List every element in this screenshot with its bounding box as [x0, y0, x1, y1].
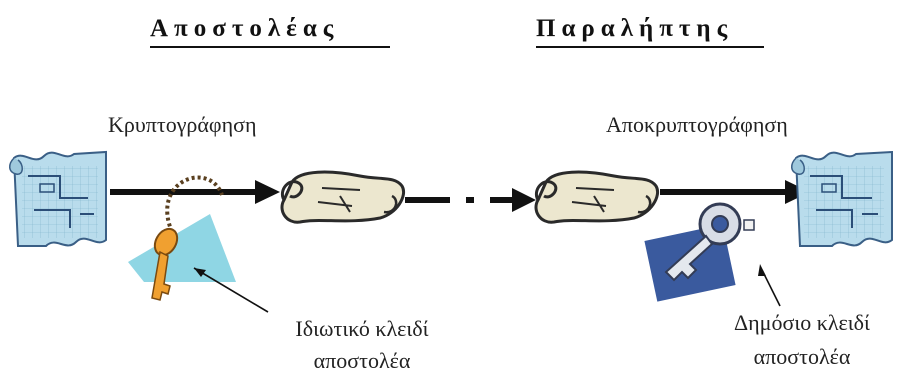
public-key-label-line2: αποστολέα	[753, 344, 851, 369]
public-key-pointer-head	[758, 264, 766, 276]
encryption-label: Κρυπτογράφηση	[108, 112, 257, 137]
public-key-label-line1: Δημόσιο κλειδί	[734, 310, 870, 335]
plaintext-document-icon	[9, 150, 107, 247]
sender-heading: Αποστολέας	[150, 14, 390, 48]
private-key-label-line1: Ιδιωτικό κλειδί	[295, 316, 429, 341]
receiver-heading: Παραλήπτης	[536, 14, 764, 48]
arrow-head-middle	[512, 188, 536, 212]
private-key-icon	[128, 175, 236, 301]
public-key-icon	[644, 202, 755, 302]
decrypted-document-icon	[791, 150, 893, 247]
arrow-head-left	[255, 180, 280, 204]
decryption-label: Αποκρυπτογράφηση	[606, 112, 788, 137]
private-key-pointer-line	[193, 267, 269, 313]
ciphertext-scroll-icon-left	[280, 170, 405, 224]
ciphertext-scroll-icon-right	[534, 170, 659, 224]
channel-dot	[466, 197, 474, 203]
private-key-pointer-head	[194, 268, 206, 277]
private-key-label-line2: αποστολέα	[313, 348, 411, 373]
